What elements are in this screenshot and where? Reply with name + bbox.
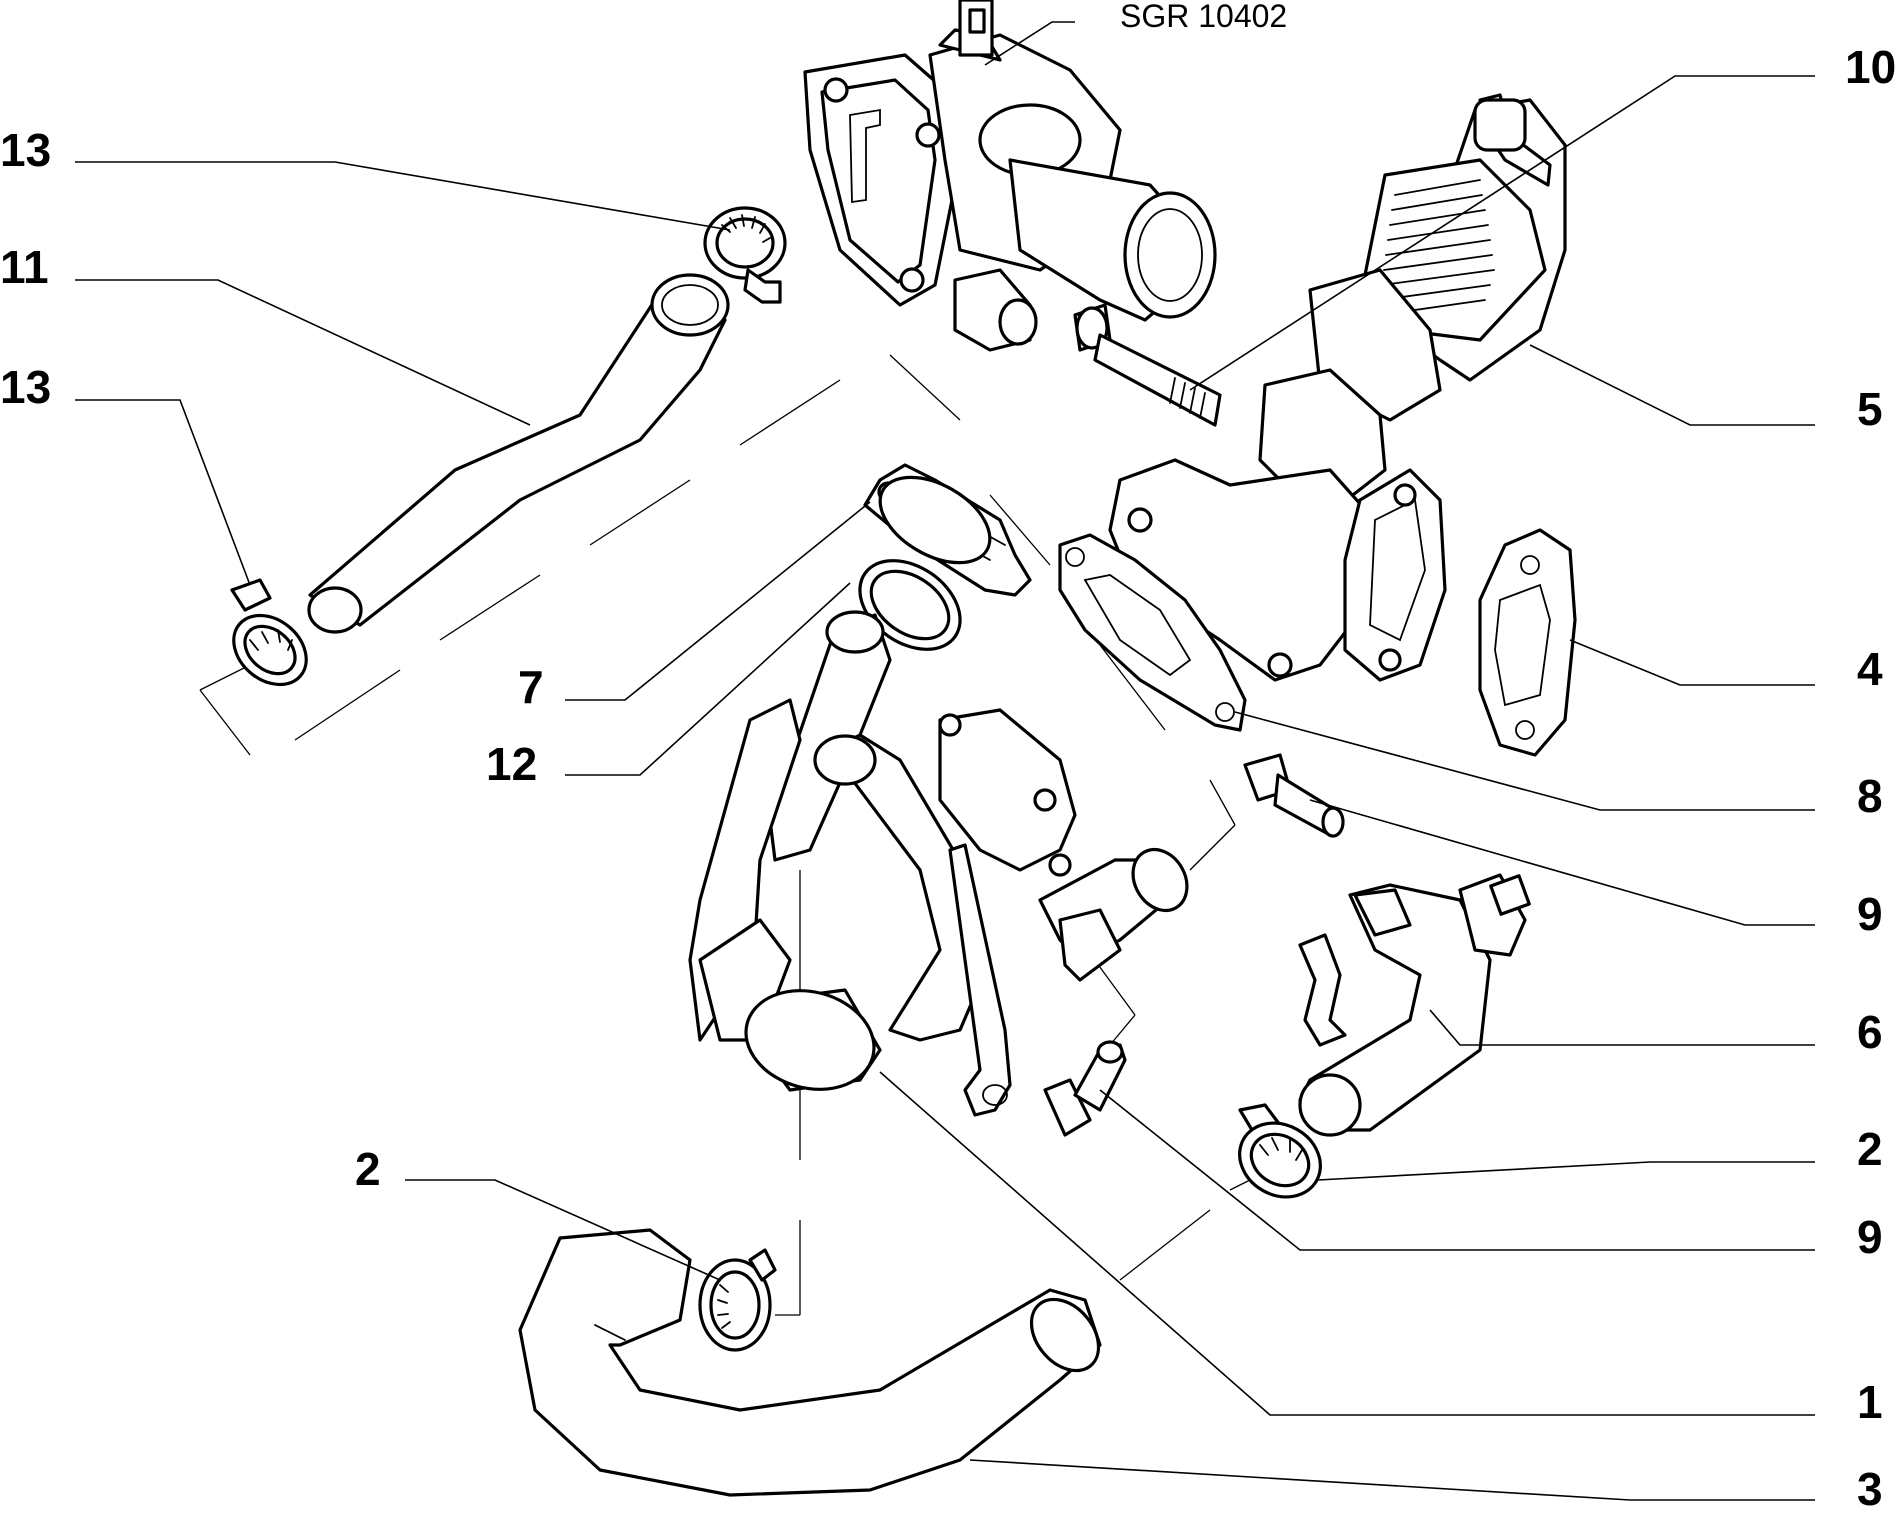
callout-10: 10	[1845, 41, 1896, 93]
pipe-assembly-part-1	[688, 610, 1189, 1117]
gasket-part-8	[1058, 533, 1247, 732]
clamp-part-7	[863, 463, 1032, 597]
callout-4: 4	[1857, 643, 1883, 695]
gasket-part-4	[1478, 528, 1577, 757]
callout-11: 11	[0, 241, 49, 293]
callout-9-lower: 9	[1857, 1211, 1883, 1263]
hose-clamp-part-13-left	[230, 578, 308, 687]
leader-lines	[75, 21, 1815, 1501]
callout-13-left: 13	[0, 361, 51, 413]
callout-7: 7	[518, 661, 544, 713]
thermostat-housing	[803, 0, 1217, 352]
hose-clamp-part-2-left	[698, 1248, 777, 1352]
seal-ring-part-12	[858, 559, 962, 651]
callout-2-right: 2	[1857, 1123, 1883, 1175]
callout-6: 6	[1857, 1006, 1883, 1058]
egr-valve-part-5	[1108, 93, 1567, 682]
callout-2-left: 2	[355, 1143, 381, 1195]
bolt-part-9-lower	[1043, 1040, 1127, 1137]
hose-part-3	[518, 1228, 1102, 1497]
callout-1: 1	[1857, 1376, 1883, 1428]
callout-8: 8	[1857, 770, 1883, 822]
bolt-part-10	[1073, 303, 1222, 427]
pipe-with-sensor-part-6	[1298, 873, 1531, 1137]
callout-3: 3	[1857, 1463, 1883, 1515]
callout-13-top: 13	[0, 124, 51, 176]
reference-code: SGR 10402	[1120, 0, 1287, 34]
hose-clamp-part-2-right	[1238, 1103, 1322, 1199]
callout-9-upper: 9	[1857, 888, 1883, 940]
callout-12: 12	[486, 738, 537, 790]
hose-part-11	[307, 273, 730, 634]
callout-5: 5	[1857, 383, 1883, 435]
bolt-part-9-upper	[1243, 753, 1345, 838]
